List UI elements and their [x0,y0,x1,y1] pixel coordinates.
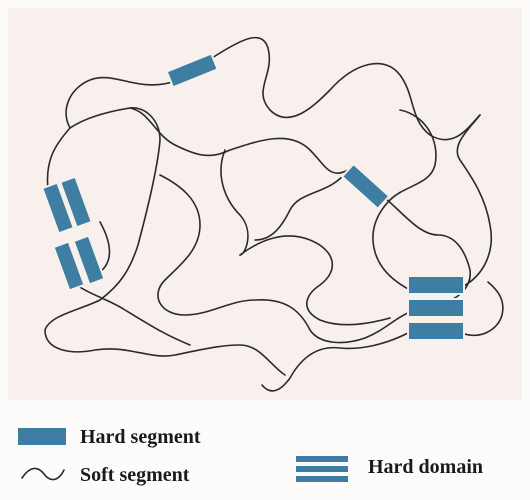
legend-hard-segment-label: Hard segment [80,426,201,449]
soft-segment-chain-3 [130,108,348,173]
soft-segment-chain-14 [221,150,248,255]
soft-segment-chain-9 [240,236,390,325]
legend-hard-domain-bar-3 [296,476,348,482]
legend-hard-domain-bar-1 [296,456,348,462]
soft-segment-chain-12 [457,115,491,287]
legend-soft-segment-label: Soft segment [80,464,189,487]
legend-hard-segment-swatch [18,428,66,445]
soft-segment-chain-2 [212,38,480,140]
hard-segment-middle-right [342,164,389,209]
soft-segment-chain-15 [255,170,348,240]
hard-domain-bar-3 [408,322,464,340]
soft-segment-chain-1 [47,78,178,190]
hard-domain-bar-2 [408,299,464,317]
legend-hard-domain-bar-2 [296,466,348,472]
legend-hard-domain-label: Hard domain [368,456,483,479]
legend-soft-segment-swatch [22,468,64,479]
hard-domain-bar-1 [408,276,464,294]
soft-segment-chain-11 [262,332,410,391]
hard-segment-top [167,54,218,88]
soft-segment-chain-6 [100,222,109,272]
soft-segment-chain-13 [462,282,503,335]
